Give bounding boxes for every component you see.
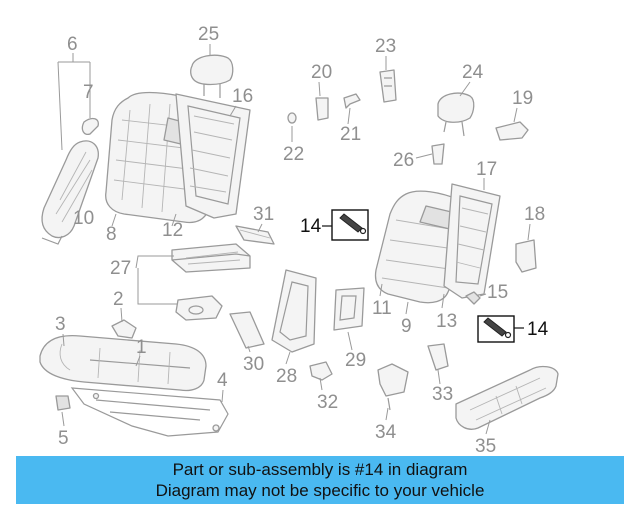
label-32: 32 [317,392,338,413]
part-32 [309,361,333,381]
part-33 [427,343,449,371]
buckle-trim [235,225,275,245]
clip-5 [55,395,71,411]
info-banner: Part or sub-assembly is #14 in diagram D… [16,456,624,504]
label-22: 22 [283,144,304,165]
seat-frame [70,387,229,437]
leader-6 [57,53,91,151]
label-13: 13 [436,311,457,332]
label-18: 18 [524,204,545,225]
label-28: 28 [276,366,297,387]
part-20 [315,97,329,121]
highlight-part-14-lower [477,315,515,343]
label-12: 12 [162,220,183,241]
panel-30 [229,311,265,349]
banner-line-2: Diagram may not be specific to your vehi… [155,481,485,500]
headrest-left [190,54,234,98]
label-1: 1 [136,337,147,358]
label-9: 9 [401,316,412,337]
side-trim-panel [41,140,99,245]
label-11: 11 [372,298,392,319]
backrest-frame-28 [271,269,317,353]
label-10: 10 [73,208,94,229]
label-35: 35 [475,436,496,456]
label-21: 21 [340,124,361,145]
part-19 [495,121,529,141]
label-3: 3 [55,314,66,335]
label-6: 6 [67,34,78,55]
label-31: 31 [253,204,274,225]
trim-clip [81,117,99,136]
label-20: 20 [311,62,332,83]
backrest-frame-29 [333,287,365,331]
label-34: 34 [375,422,397,443]
label-7: 7 [83,82,94,103]
headrest-guide [431,143,445,165]
bracket-2 [111,319,137,339]
label-23: 23 [375,36,396,57]
label-26: 26 [393,150,414,171]
seatback-frame-left [175,93,251,219]
part-34 [377,363,409,397]
part-21 [343,93,361,109]
label-14-lower: 14 [527,319,549,340]
part-22 [287,112,297,124]
seat-cushion [39,334,207,392]
part-35 [455,365,559,430]
screw-15 [465,291,481,305]
label-19: 19 [512,88,533,109]
parts-diagram: 1 2 3 4 5 6 7 8 9 10 11 12 13 14 14 15 1… [39,24,559,456]
banner-line-1: Part or sub-assembly is #14 in diagram [172,460,468,479]
leader-lines [61,44,531,435]
cup-holder [175,295,223,321]
label-24: 24 [462,62,484,83]
label-4: 4 [217,370,228,391]
label-25: 25 [198,24,219,45]
label-14-upper: 14 [300,216,322,237]
highlight-part-14-upper [331,209,369,241]
leader-27 [135,255,182,305]
label-27: 27 [110,258,131,279]
label-2: 2 [113,289,124,310]
part-18 [515,239,537,273]
label-15: 15 [487,282,508,303]
armrest [171,243,251,273]
label-30: 30 [243,354,264,375]
label-16: 16 [232,86,253,107]
headrest-right [437,92,475,137]
label-5: 5 [58,428,69,449]
label-17: 17 [476,159,497,180]
label-29: 29 [345,350,366,371]
label-33: 33 [432,384,453,405]
seatback-frame-right [443,183,501,299]
label-8: 8 [106,224,117,245]
callout-labels: 1 2 3 4 5 6 7 8 9 10 11 12 13 14 14 15 1… [55,24,549,456]
